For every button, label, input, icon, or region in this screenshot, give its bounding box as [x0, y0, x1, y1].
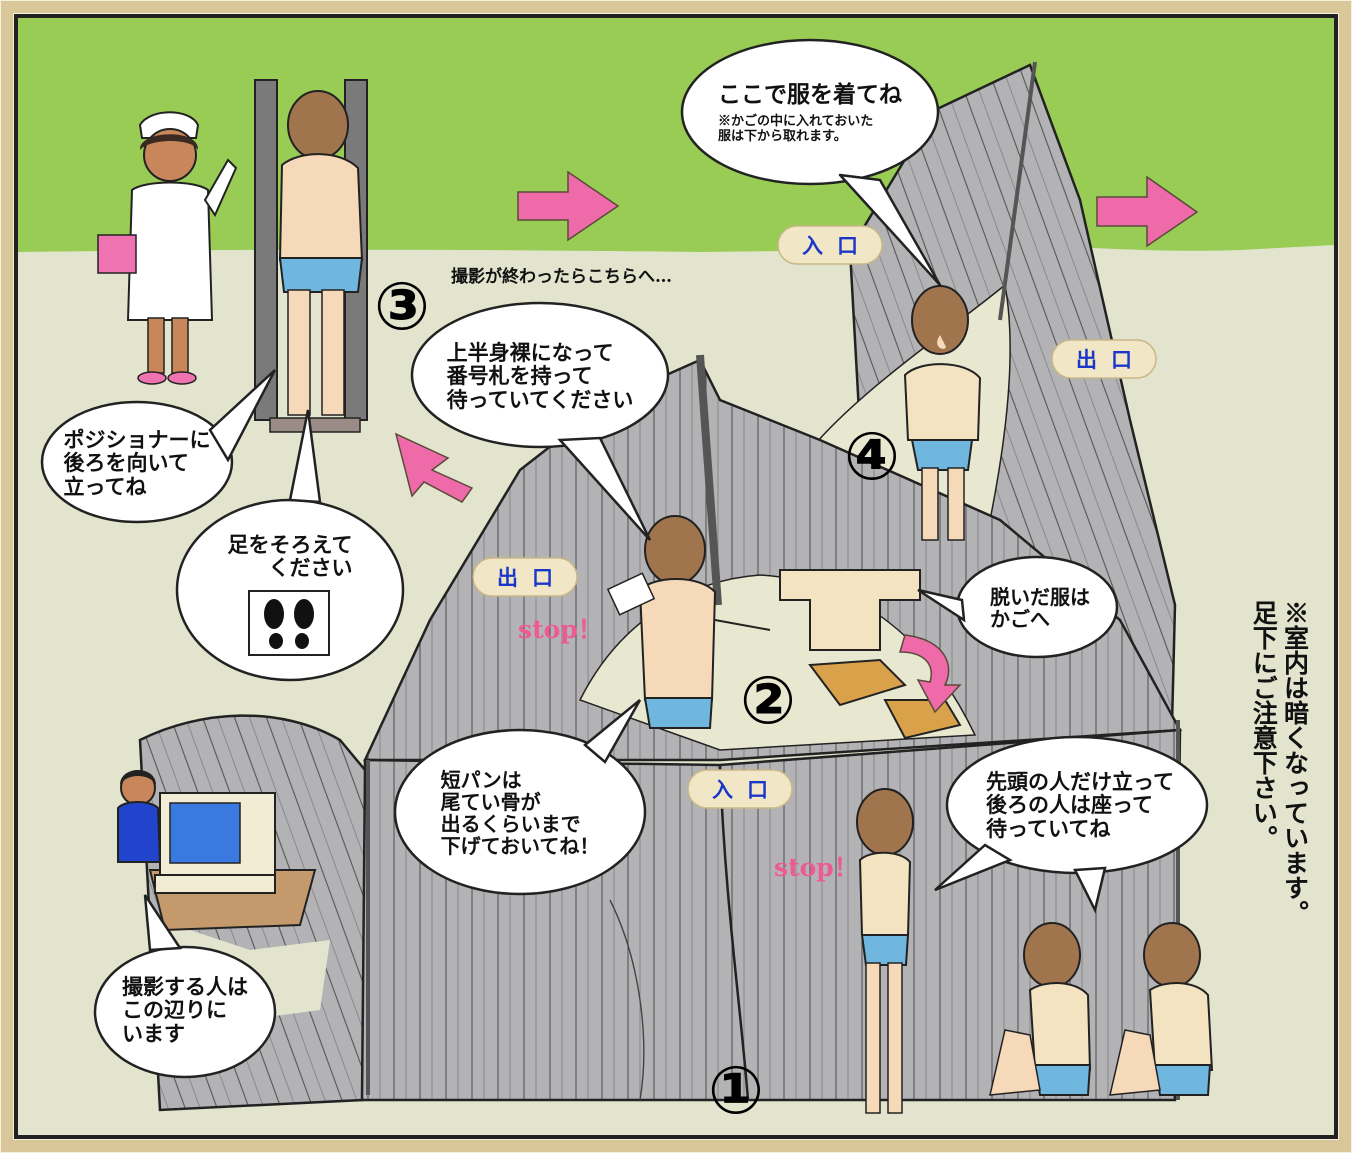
- bubble-positioner: ポジショナーに 後ろを向いて 立ってね: [52, 420, 222, 506]
- side-note-line-1: ※室内は暗くなっています。: [1280, 600, 1310, 925]
- bubble-undress-line-3: 待っていてください: [446, 386, 634, 412]
- bubble-dress-here-title: ここで服を着てね: [718, 81, 902, 109]
- bubble-dress-here-note-2: 服は下から取れます。: [718, 128, 847, 144]
- caption-after-shot: 撮影が終わったらこちらへ…: [451, 267, 672, 287]
- bubble-feet-line-2: ください: [268, 555, 353, 580]
- bubble-shorts-line-4: 下げておいてね！: [440, 834, 600, 858]
- side-note-line-2: 足下にご注意下さい。: [1249, 600, 1279, 850]
- stop-label: stop！: [518, 615, 603, 644]
- bubble-shorts-line-1: 短パンは: [440, 768, 522, 792]
- bubble-dress-here-shape: [680, 38, 940, 186]
- patient-standing-queue: [856, 788, 914, 1114]
- bubble-basket-line-1: 脱いだ服は: [990, 585, 1090, 609]
- bubble-queue: 先頭の人だけ立って 後ろの人は座って 待っていてね: [960, 762, 1200, 848]
- footprints-icon: [248, 590, 330, 656]
- bubble-basket-line-2: かごへ: [990, 607, 1050, 631]
- exit-label: 出口: [497, 565, 567, 590]
- exit-label: 出口: [1076, 347, 1146, 372]
- clothes-basket: [779, 569, 962, 740]
- bubble-undress-line-2: 番号札を持って: [446, 363, 593, 389]
- bubble-operator-line-3: います: [122, 1020, 185, 1046]
- bubble-positioner-line-2: 後ろを向いて: [63, 450, 189, 476]
- step-3-number: ③: [374, 268, 430, 345]
- curved-arrow-icon: [898, 634, 962, 714]
- bubble-positioner-line-3: 立ってね: [63, 473, 147, 499]
- bubble-shorts-line-3: 出るくらいまで: [440, 812, 581, 836]
- bubble-dress-here: ここで服を着てね ※かごの中に入れておいた 服は下から取れます。: [700, 58, 920, 168]
- bubble-queue-line-1: 先頭の人だけ立って: [986, 769, 1174, 795]
- bubble-operator-line-1: 撮影する人は: [122, 974, 248, 1000]
- operator-with-computer: [117, 770, 317, 932]
- side-note: ※室内は暗くなっています。 足下にご注意下さい。: [1248, 600, 1311, 940]
- arrow-right-icon: [517, 170, 620, 242]
- bubble-undress-line-1: 上半身裸になって: [446, 340, 614, 366]
- arrow-up-left-icon: [394, 432, 474, 503]
- entrance-label: 入口: [712, 777, 782, 802]
- bubble-undress: 上半身裸になって 番号札を持って 待っていてください: [430, 318, 650, 434]
- step-4-number: ④: [844, 418, 900, 495]
- patient-waiting-booth-2: [606, 515, 771, 729]
- arrow-right-icon: [1096, 175, 1199, 248]
- entrance-label: 入口: [802, 233, 872, 258]
- bubble-queue-line-3: 待っていてね: [986, 815, 1111, 841]
- pole: [696, 354, 722, 606]
- bubble-queue-line-2: 後ろの人は座って: [986, 792, 1153, 818]
- step-1-number: ①: [708, 1052, 764, 1129]
- bubble-shorts: 短パンは 尾てい骨が 出るくらいまで 下げておいてね！: [410, 758, 630, 868]
- nurse: [97, 111, 238, 385]
- bubble-operator-line-2: この辺りに: [122, 997, 227, 1023]
- patient-at-positioner: [278, 90, 364, 416]
- patients-seated: [989, 922, 1214, 1096]
- stop-label: stop！: [774, 853, 859, 882]
- bubble-feet: 足をそろえて ください: [205, 528, 375, 584]
- bubble-operator: 撮影する人は この辺りに います: [105, 965, 265, 1055]
- bubble-basket: 脱いだ服は かごへ: [970, 580, 1110, 636]
- bubble-positioner-line-1: ポジショナーに: [63, 427, 211, 453]
- bubble-shorts-line-2: 尾てい骨が: [440, 790, 541, 814]
- step-2-number: ②: [740, 662, 796, 739]
- patient-dressing: [903, 285, 982, 541]
- bubble-feet-line-1: 足をそろえて: [227, 531, 353, 557]
- bubble-dress-here-note-1: ※かごの中に入れておいた: [718, 114, 874, 130]
